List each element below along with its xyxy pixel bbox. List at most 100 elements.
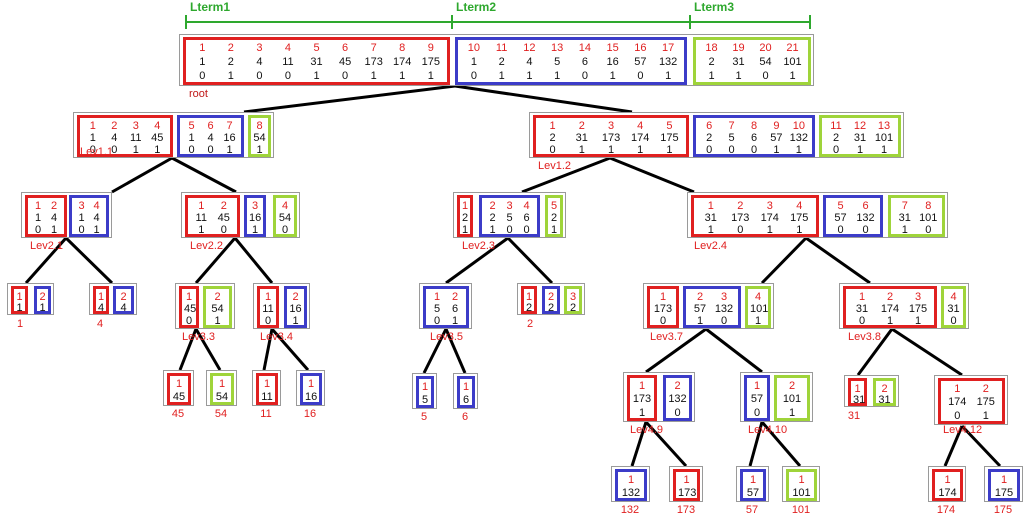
value-cell: 1 — [526, 70, 533, 82]
value-row: 1 — [750, 315, 766, 328]
value-cell: 0 — [220, 224, 227, 236]
index-cell: 8 — [750, 120, 758, 132]
value-cell: 4 — [98, 302, 105, 314]
index-cell: 1 — [638, 380, 646, 392]
node-label: Lev1.1 — [80, 146, 114, 158]
index-cell: 6 — [207, 120, 214, 132]
index-row: 1 — [620, 474, 642, 487]
value-cell: 101 — [874, 132, 894, 144]
value-row: 101 — [750, 303, 768, 316]
value-cell: 16 — [249, 212, 262, 224]
index-cell: 1 — [753, 380, 761, 392]
index-cell: 2 — [737, 200, 744, 212]
index-cell: 20 — [759, 42, 772, 54]
value-cell: 2 — [549, 132, 556, 144]
value-cell: 16 — [305, 391, 318, 403]
index-cell: 2 — [547, 291, 555, 303]
value-cell: 175 — [994, 487, 1014, 499]
index-row: 1 — [421, 381, 429, 394]
index-cell: 2 — [696, 291, 704, 303]
value-row: 1 — [550, 224, 558, 237]
value-row: 54 — [253, 132, 266, 145]
index-row: 1 — [678, 474, 695, 487]
index-cell: 12 — [523, 42, 536, 54]
index-cell: 2 — [111, 120, 118, 132]
index-row: 5 — [550, 200, 558, 213]
index-cell: 7 — [901, 200, 908, 212]
tree-edge — [760, 421, 802, 467]
leaf-value-label: 101 — [791, 504, 811, 516]
index-cell: 7 — [728, 120, 735, 132]
index-row: 1 — [652, 291, 674, 304]
index-cell: 3 — [251, 200, 259, 212]
value-cell: 16 — [606, 56, 619, 68]
index-cell: 1 — [98, 291, 105, 303]
value-cell: 5 — [433, 303, 441, 315]
value-cell: 57 — [693, 303, 707, 315]
leaf-value-label: 173 — [676, 504, 696, 516]
index-row: 4 — [946, 291, 961, 304]
index-cell: 4 — [281, 200, 289, 212]
value-cell: 0 — [523, 224, 530, 236]
node-label: Lev2.2 — [190, 240, 224, 252]
index-cell: 17 — [662, 42, 675, 54]
index-cell: 2 — [578, 120, 585, 132]
value-cell: 1 — [696, 315, 704, 327]
value-cell: 1 — [256, 144, 263, 156]
value-cell: 1 — [251, 224, 259, 236]
index-cell: 5 — [837, 200, 844, 212]
value-cell: 45 — [338, 56, 352, 68]
value-cell: 173 — [364, 56, 383, 68]
value-cell: 1 — [707, 224, 714, 236]
index-row: 1 — [791, 474, 812, 487]
tree-edge — [444, 328, 467, 374]
index-cell: 1 — [199, 42, 206, 54]
index-cell: 1 — [185, 291, 193, 303]
value-cell: 0 — [753, 406, 761, 419]
value-cell: 0 — [281, 224, 289, 236]
leaf-value-label: 31 — [847, 410, 861, 422]
value-cell: 45 — [184, 303, 197, 315]
value-cell: 0 — [581, 70, 588, 82]
index-cell: 9 — [773, 120, 780, 132]
value-cell: 0 — [837, 224, 844, 236]
index-row: 4 — [750, 291, 766, 304]
value-cell: 0 — [954, 409, 961, 422]
